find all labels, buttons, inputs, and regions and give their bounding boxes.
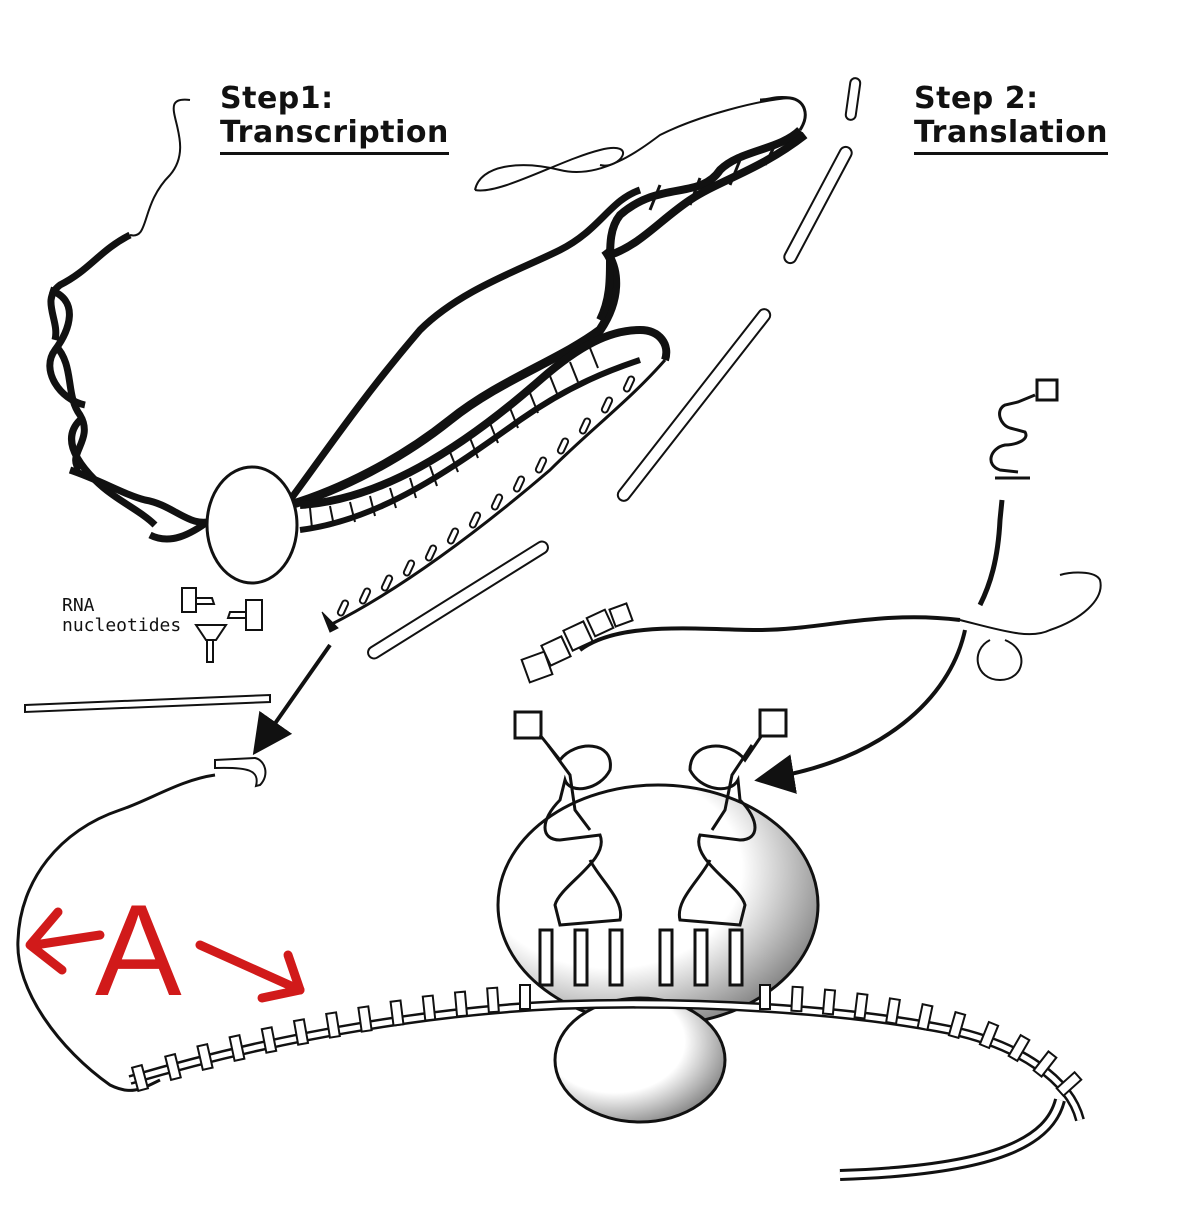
- mrna-transport-strand: [25, 78, 861, 786]
- rna-nucleotides-line2: nucleotides: [62, 616, 181, 636]
- step1-line1: Step1:: [220, 82, 449, 116]
- polypeptide-chain: [522, 573, 1101, 683]
- trna-small: [980, 380, 1057, 605]
- step2-line2: Translation: [914, 115, 1108, 155]
- marker-letter: A: [95, 885, 182, 1015]
- nascent-mrna: [322, 360, 665, 632]
- rna-nucleotides-label: RNA nucleotides: [62, 596, 181, 636]
- rna-nucleotides-icons: [182, 588, 262, 662]
- rna-polymerase: [207, 467, 297, 583]
- step1-title: Step1: Transcription: [220, 82, 449, 150]
- step1-line2: Transcription: [220, 115, 449, 155]
- transcription-bubble: [300, 330, 666, 530]
- arrow-trna-to-ribosome: [770, 630, 965, 778]
- step2-line1: Step 2:: [914, 82, 1108, 116]
- dna-helix: [50, 97, 805, 539]
- rna-nucleotides-line1: RNA: [62, 596, 181, 616]
- arrow-to-ribosome: [262, 645, 330, 742]
- step2-title: Step 2: Translation: [914, 82, 1108, 150]
